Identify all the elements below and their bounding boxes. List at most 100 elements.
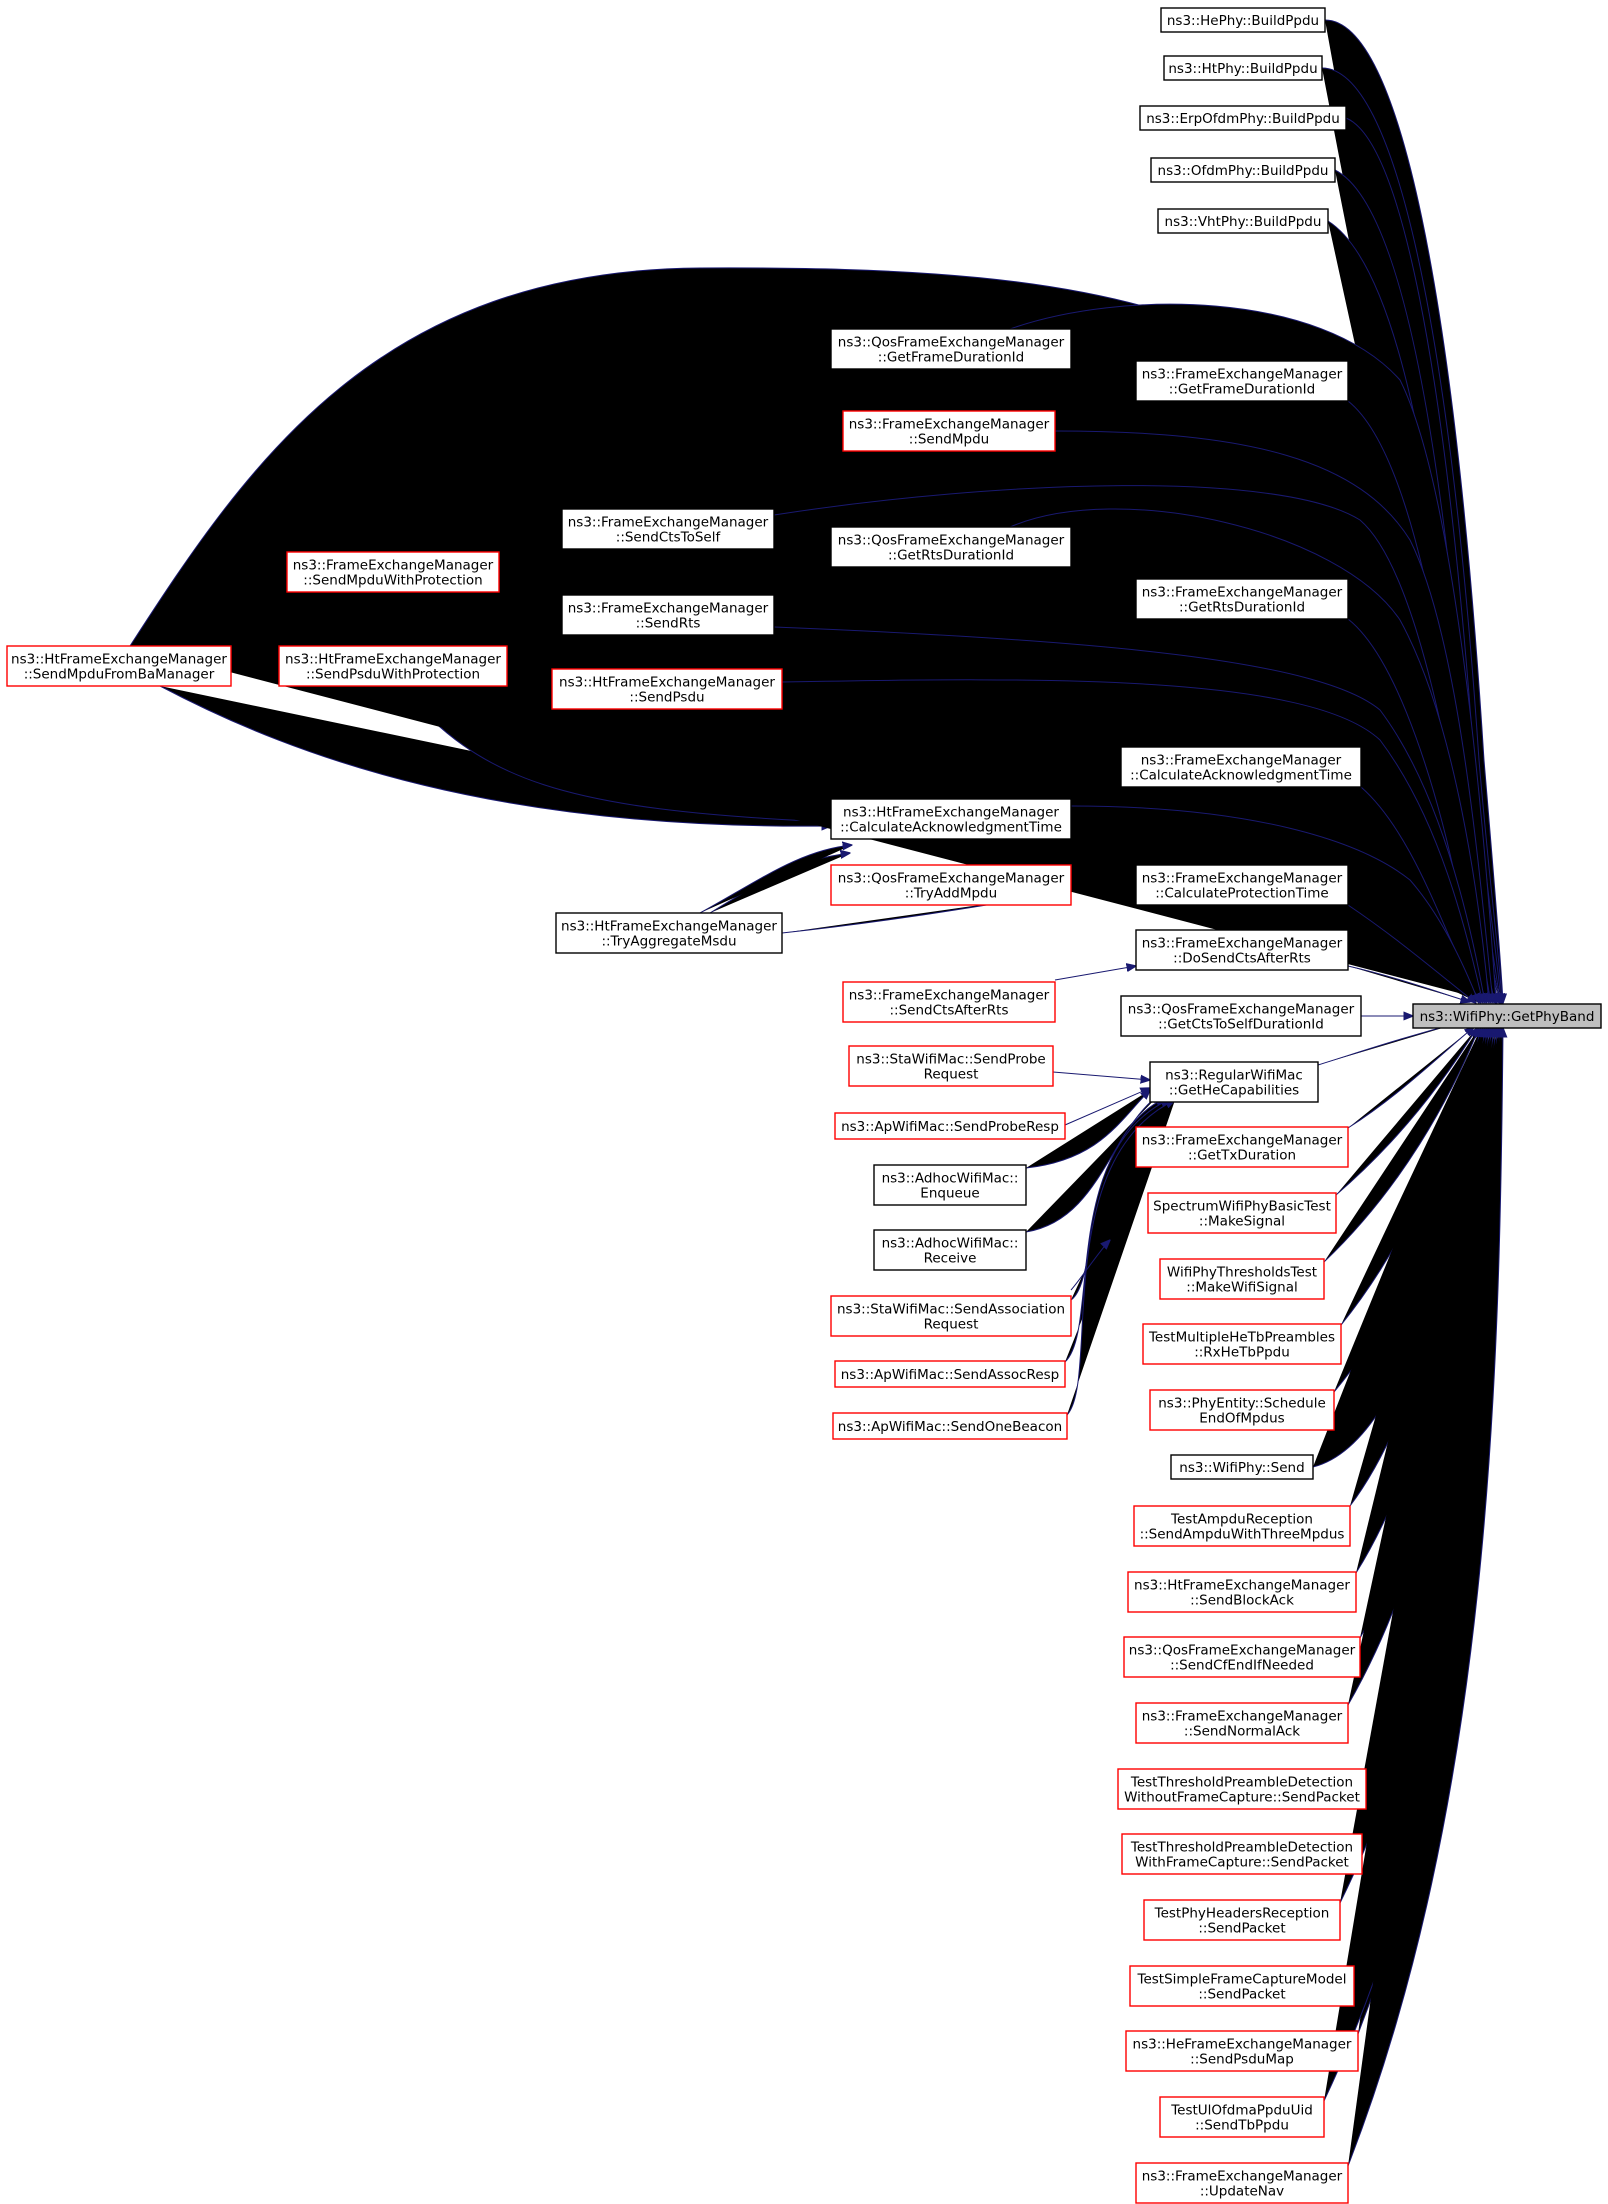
node-label: ns3::FrameExchangeManager [1141,753,1342,769]
node-htSendMpduFromBa[interactable]: ns3::HtFrameExchangeManager::SendMpduFro… [6,645,232,687]
node-htBuild[interactable]: ns3::HtPhy::BuildPpdu [1163,55,1323,81]
node-femSendCtsToSelf[interactable]: ns3::FrameExchangeManager::SendCtsToSelf [561,508,775,550]
node-label: Enqueue [920,1186,979,1202]
function-nodes: ns3::HePhy::BuildPpduns3::HtPhy::BuildPp… [6,7,1602,2204]
node-box [1127,1571,1357,1613]
node-femGetTxDur[interactable]: ns3::FrameExchangeManager::GetTxDuration [1135,1126,1349,1168]
node-label: ns3::QosFrameExchangeManager [1129,1643,1356,1659]
node-phyHdrSend[interactable]: TestPhyHeadersReception::SendPacket [1143,1899,1341,1941]
node-label: ::GetTxDuration [1188,1148,1296,1164]
node-specMakeSignal[interactable]: SpectrumWifiPhyBasicTest::MakeSignal [1147,1192,1337,1234]
node-apSendAssocResp[interactable]: ns3::ApWifiMac::SendAssocResp [834,1360,1066,1388]
node-label: ns3::HtFrameExchangeManager [1134,1578,1350,1594]
node-femDoSendCts[interactable]: ns3::FrameExchangeManager::DoSendCtsAfte… [1135,929,1349,971]
node-thrMakeWifiSignal[interactable]: WifiPhyThresholdsTest::MakeWifiSignal [1159,1258,1325,1300]
call-edge-to-target [1347,904,1476,1003]
node-label: ns3::AdhocWifiMac:: [882,1236,1019,1252]
node-htSendPsdu[interactable]: ns3::HtFrameExchangeManager::SendPsdu [551,668,783,710]
node-label: ::CalculateProtectionTime [1155,886,1328,902]
node-htSendPsduWP[interactable]: ns3::HtFrameExchangeManager::SendPsduWit… [278,645,508,687]
node-label: ::SendMpdu [909,432,989,448]
node-label: ::GetCtsToSelfDurationId [1158,1017,1324,1033]
node-label: ns3::QosFrameExchangeManager [1128,1002,1355,1018]
node-box [1135,864,1349,906]
node-label: ns3::ApWifiMac::SendAssocResp [841,1367,1060,1383]
node-ofdmBuild[interactable]: ns3::OfdmPhy::BuildPpdu [1150,157,1336,183]
node-label: ns3::FrameExchangeManager [293,558,494,574]
node-box [1129,1965,1355,2007]
node-label: ns3::FrameExchangeManager [568,601,769,617]
node-heBuild[interactable]: ns3::HePhy::BuildPpdu [1160,7,1326,33]
node-femSendRts[interactable]: ns3::FrameExchangeManager::SendRts [561,594,775,636]
node-label: ::SendPsduMap [1190,2052,1294,2068]
node-label: ::CalculateAcknowledgmentTime [840,820,1062,836]
node-qosSendCfEnd[interactable]: ns3::QosFrameExchangeManager::SendCfEndI… [1123,1636,1361,1678]
node-femSendCtsAfterRts[interactable]: ns3::FrameExchangeManager::SendCtsAfterR… [842,981,1056,1023]
node-vhtBuild[interactable]: ns3::VhtPhy::BuildPpdu [1157,208,1329,234]
node-label: ns3::FrameExchangeManager [1142,871,1343,887]
node-qosTryAddMpdu[interactable]: ns3::QosFrameExchangeManager::TryAddMpdu [830,864,1072,906]
node-label: ::SendPsdu [629,690,704,706]
node-simpleCapSend[interactable]: TestSimpleFrameCaptureModel::SendPacket [1129,1965,1355,2007]
node-thrWithout[interactable]: TestThresholdPreambleDetectionWithoutFra… [1117,1768,1367,1810]
node-box [1135,1702,1349,1744]
node-box [1120,746,1362,788]
node-htSendBlockAck[interactable]: ns3::HtFrameExchangeManager::SendBlockAc… [1127,1571,1357,1613]
node-adhocEnqueue[interactable]: ns3::AdhocWifiMac::Enqueue [873,1164,1027,1206]
node-box [830,798,1072,840]
node-label: ::TryAddMpdu [905,886,997,902]
call-edge [1025,1094,1160,1233]
node-box [551,668,783,710]
node-femUpdateNav[interactable]: ns3::FrameExchangeManager::UpdateNav [1135,2162,1349,2204]
node-femCalcAck[interactable]: ns3::FrameExchangeManager::CalculateAckn… [1120,746,1362,788]
node-qosGetFrameDur[interactable]: ns3::QosFrameExchangeManager::GetFrameDu… [830,328,1072,370]
node-regGetHeCap[interactable]: ns3::RegularWifiMac::GetHeCapabilities [1149,1061,1319,1103]
call-edge [1064,1088,1150,1126]
node-label: Request [924,1067,979,1083]
node-label: ::SendMpduWithProtection [303,573,482,589]
node-thrWith[interactable]: TestThresholdPreambleDetectionWithFrameC… [1121,1833,1363,1875]
node-apSendProbeResp[interactable]: ns3::ApWifiMac::SendProbeResp [834,1112,1066,1140]
node-ampduSendThree[interactable]: TestAmpduReception::SendAmpduWithThreeMp… [1133,1505,1351,1547]
node-femGetFrameDur[interactable]: ns3::FrameExchangeManager::GetFrameDurat… [1135,360,1349,402]
node-femSendNormalAck[interactable]: ns3::FrameExchangeManager::SendNormalAck [1135,1702,1349,1744]
node-multiRxHeTb[interactable]: TestMultipleHeTbPreambles::RxHeTbPpdu [1142,1323,1342,1365]
node-label: ::TryAggregateMsdu [601,934,736,950]
call-edge [1066,1100,1175,1416]
node-femGetRtsDur[interactable]: ns3::FrameExchangeManager::GetRtsDuratio… [1135,578,1349,620]
node-adhocReceive[interactable]: ns3::AdhocWifiMac::Receive [873,1229,1027,1271]
node-qosGetCtsToSelf[interactable]: ns3::QosFrameExchangeManager::GetCtsToSe… [1120,995,1362,1037]
node-htTryAggMsdu[interactable]: ns3::HtFrameExchangeManager::TryAggregat… [555,912,783,954]
node-box [1159,2096,1325,2138]
node-label: ::SendCtsAfterRts [890,1003,1009,1019]
node-box [1412,1003,1602,1029]
node-label: ::SendNormalAck [1184,1724,1300,1740]
node-ulOfdmaSendTb[interactable]: TestUlOfdmaPpduUid::SendTbPpdu [1159,2096,1325,2138]
node-box [561,508,775,550]
node-box [830,864,1072,906]
node-label: ns3::FrameExchangeManager [849,417,1050,433]
node-wifiPhySend[interactable]: ns3::WifiPhy::Send [1170,1454,1314,1480]
node-label: Receive [924,1251,977,1267]
node-heSendPsduMap[interactable]: ns3::HeFrameExchangeManager::SendPsduMap [1125,2030,1359,2072]
node-htCalcAck[interactable]: ns3::HtFrameExchangeManager::CalculateAc… [830,798,1072,840]
node-box [1170,1454,1314,1480]
node-box [842,410,1056,452]
node-femSendMpduWP[interactable]: ns3::FrameExchangeManager::SendMpduWithP… [286,551,500,593]
node-label: ns3::WifiPhy::Send [1179,1460,1304,1476]
node-box [1135,360,1349,402]
node-femCalcProt[interactable]: ns3::FrameExchangeManager::CalculateProt… [1135,864,1349,906]
node-erpBuild[interactable]: ns3::ErpOfdmPhy::BuildPpdu [1139,105,1347,131]
node-femSendMpdu[interactable]: ns3::FrameExchangeManager::SendMpdu [842,410,1056,452]
node-apSendOneBeacon[interactable]: ns3::ApWifiMac::SendOneBeacon [832,1412,1068,1440]
node-box [6,645,232,687]
node-target-get-phy-band[interactable]: ns3::WifiPhy::GetPhyBand [1412,1003,1602,1029]
node-qosGetRtsDur[interactable]: ns3::QosFrameExchangeManager::GetRtsDura… [830,526,1072,568]
node-label: ns3::ApWifiMac::SendProbeResp [841,1119,1059,1135]
node-box [1160,7,1326,33]
node-label: ns3::HtFrameExchangeManager [11,652,227,668]
